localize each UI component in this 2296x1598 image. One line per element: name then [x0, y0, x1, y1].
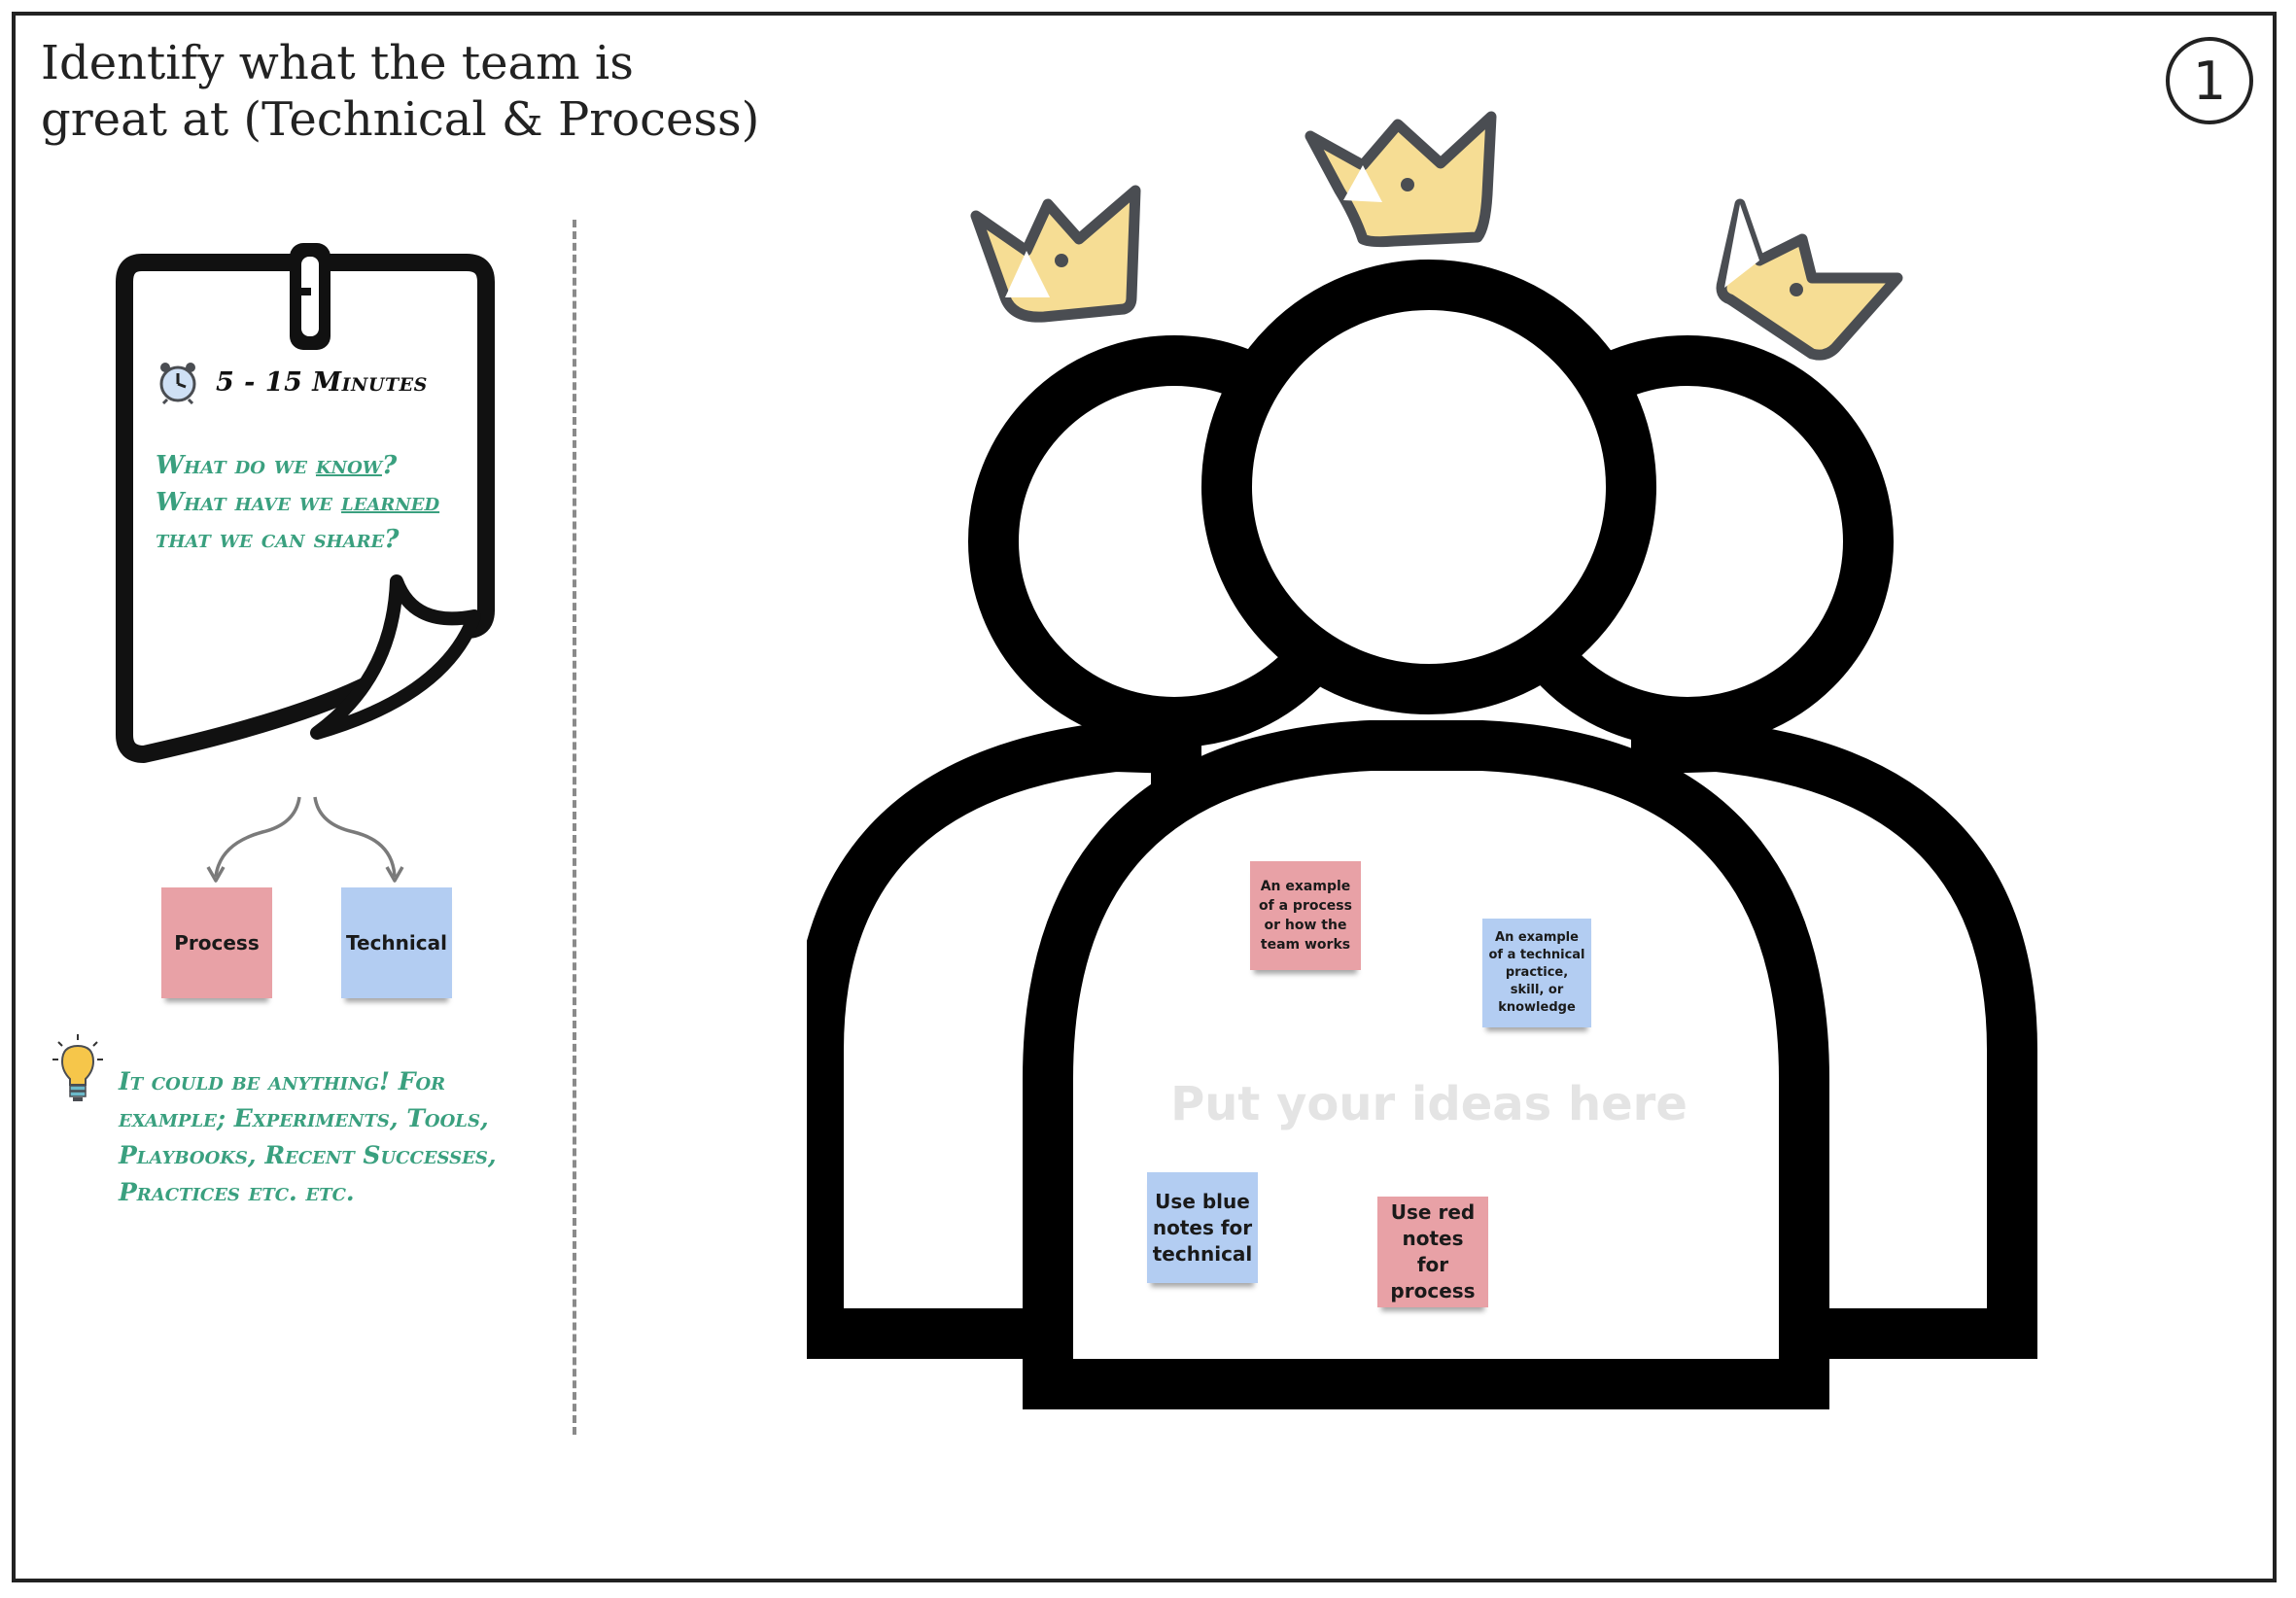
step-number-badge: 1 — [2166, 37, 2253, 124]
note-sheet-icon — [116, 243, 495, 763]
team-illustration — [807, 111, 2037, 1409]
question-line-2: What have we learned — [156, 488, 440, 517]
paper-clip-icon — [290, 243, 330, 350]
timer-label: 5 - 15 Minutes — [216, 366, 428, 398]
section-divider — [573, 220, 576, 1435]
timer-row: 5 - 15 Minutes — [156, 360, 428, 404]
ideas-placeholder[interactable]: Put your ideas here — [1170, 1077, 1687, 1131]
title-line-1: Identify what the team is — [41, 36, 634, 90]
sticky-note-process-example[interactable]: An example of a process or how the team … — [1250, 861, 1361, 970]
crown-icon-right — [1716, 198, 1903, 361]
question-line-3: that we can share? — [156, 525, 400, 554]
tip-text: It could be anything! For example; Exper… — [119, 1067, 497, 1206]
sticky-note-blue-instruction[interactable]: Use blue notes for technical — [1147, 1172, 1258, 1283]
tip-block: It could be anything! For example; Exper… — [51, 1032, 507, 1211]
branch-arrows — [206, 796, 404, 883]
crown-icon-left — [970, 185, 1141, 323]
lightbulb-icon — [52, 1034, 103, 1101]
alarm-clock-icon — [159, 363, 196, 404]
sticky-note-technical-example[interactable]: An example of a technical practice, skil… — [1482, 919, 1591, 1027]
title-line-2: great at (Technical & Process) — [41, 92, 760, 147]
question-line-1: What do we know? — [156, 451, 398, 480]
sticky-note-red-instruction[interactable]: Use red notes for process — [1377, 1197, 1488, 1307]
crown-icon-center — [1305, 111, 1497, 248]
page-title: Identify what the team is great at (Tech… — [41, 35, 759, 148]
legend-technical-note[interactable]: Technical — [341, 887, 452, 998]
legend-process-note[interactable]: Process — [161, 887, 272, 998]
guiding-questions: What do we know? What have we learned th… — [156, 447, 476, 558]
